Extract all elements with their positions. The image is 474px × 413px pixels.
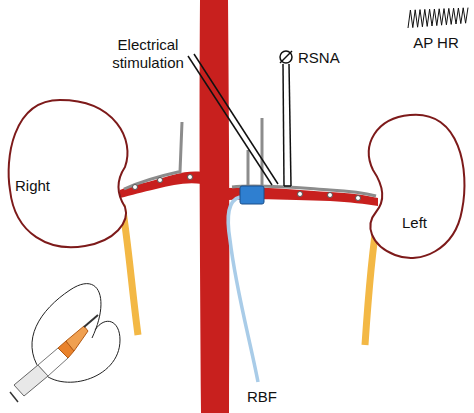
ureter (122, 205, 138, 335)
stimulation-wire (188, 56, 272, 185)
kidney-label: Right (15, 177, 50, 194)
ap-hr-label: AP HR (404, 34, 468, 52)
kidney-outline (369, 115, 465, 258)
kidney-outline (5, 95, 135, 255)
catheter-device (10, 284, 120, 402)
renal-nerve (124, 122, 182, 189)
rbf-label: RBF (242, 388, 282, 406)
electrode-symbol (280, 51, 292, 63)
kidney-outline (9, 100, 128, 247)
flow-probe (240, 186, 264, 204)
stimulation-label: Electrical stimulation (108, 36, 188, 72)
recording-wire (283, 64, 284, 186)
left-kidney: Left (360, 108, 470, 268)
pressure-waveform (408, 8, 468, 28)
right-kidney: Right (5, 95, 135, 255)
stimulation-wire (194, 54, 278, 184)
recording-wire (289, 64, 291, 186)
flow-probe-cable (228, 197, 258, 382)
kidney-outline (360, 108, 470, 268)
rsna-label: RSNA (298, 49, 340, 67)
renal-nerve (247, 150, 250, 187)
aorta (200, 0, 230, 413)
renal-nerve (261, 118, 264, 186)
recording-wire (284, 185, 291, 187)
kidney-label: Left (402, 214, 427, 231)
electrode-symbol (280, 51, 292, 63)
